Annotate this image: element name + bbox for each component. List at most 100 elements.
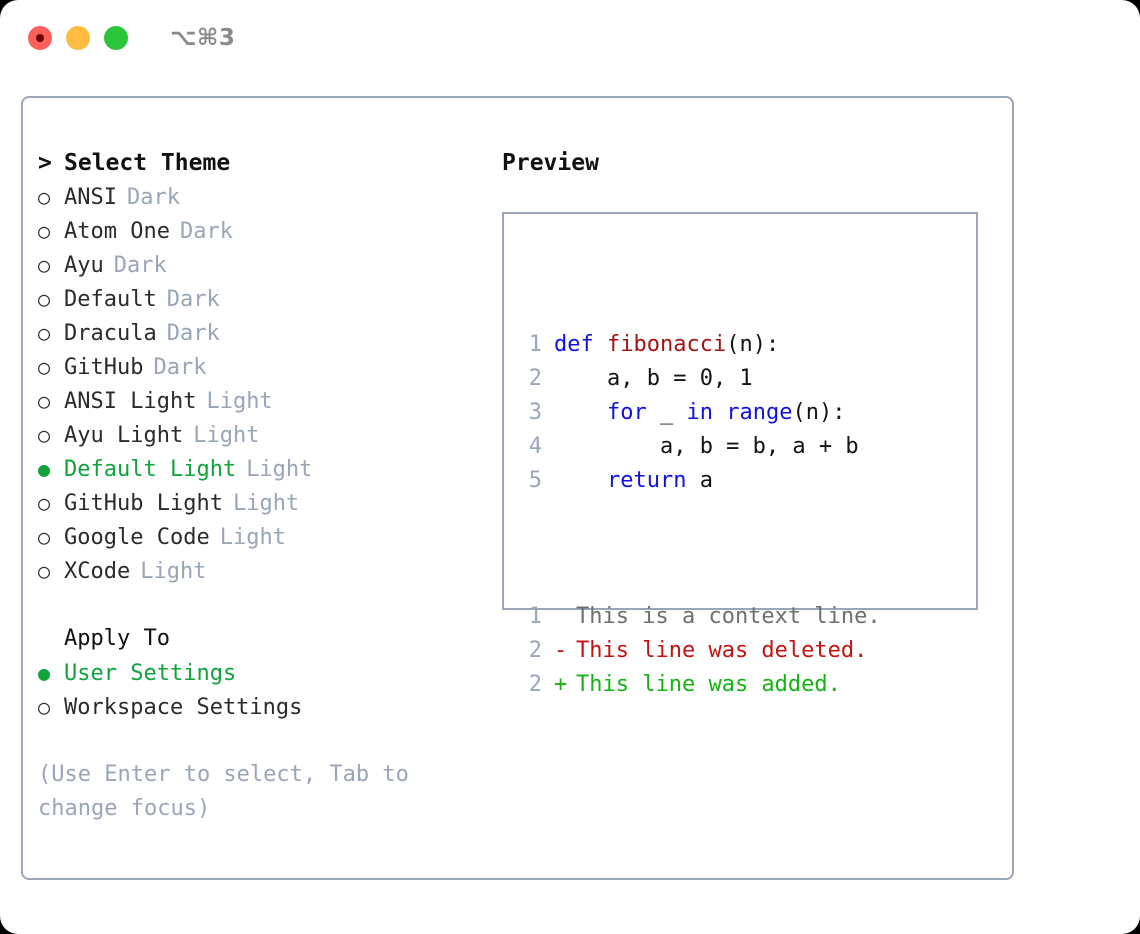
theme-name-label: Ayu Light <box>64 423 184 448</box>
theme-mode-label: Dark <box>126 185 180 210</box>
radio-empty-icon: ○ <box>38 525 51 549</box>
line-number: 2 <box>528 638 542 663</box>
theme-list-item[interactable]: ○ Ayu Dark <box>38 248 498 282</box>
theme-mode-label: Dark <box>113 253 167 278</box>
theme-name-label: Default Light <box>64 457 237 482</box>
theme-name-label: GitHub Light <box>64 491 223 516</box>
apply-to-label: Workspace Settings <box>64 695 303 720</box>
line-number: 3 <box>528 400 542 425</box>
diff-text: This is a context line. <box>576 604 881 629</box>
radio-empty-icon: ○ <box>38 695 51 719</box>
radio-empty-icon: ○ <box>38 355 51 379</box>
close-dot-icon <box>36 34 44 42</box>
theme-name-label: XCode <box>64 559 131 584</box>
keyboard-shortcut-label: ⌥⌘3 <box>170 25 236 51</box>
diff-line: 2+This line was added. <box>514 668 881 702</box>
radio-empty-icon: ○ <box>38 287 51 311</box>
diff-lines: 1 This is a context line.2-This line was… <box>514 600 881 702</box>
code-token: in <box>686 400 713 425</box>
code-line: 2 a, b = 0, 1 <box>514 362 881 396</box>
theme-name-label: Atom One <box>64 219 170 244</box>
line-number: 2 <box>528 672 542 697</box>
theme-mode-label: Dark <box>166 287 220 312</box>
radio-selected-icon: ● <box>38 457 51 481</box>
section-spacer <box>38 588 498 622</box>
apply-to-item[interactable]: ○ Workspace Settings <box>38 690 498 724</box>
diff-text: This line was deleted. <box>576 638 868 663</box>
code-token: (n): <box>792 400 846 425</box>
radio-empty-icon: ○ <box>38 219 51 243</box>
theme-name-label: ANSI Light <box>64 389 197 414</box>
radio-empty-icon: ○ <box>38 253 51 277</box>
code-token: def <box>554 332 607 357</box>
radio-empty-icon: ○ <box>38 389 51 413</box>
diff-sign <box>554 600 576 634</box>
radio-empty-icon: ○ <box>38 423 51 447</box>
theme-mode-label: Light <box>219 525 286 550</box>
apply-to-list: ● User Settings ○ Workspace Settings <box>38 656 498 724</box>
code-token: return <box>606 468 687 493</box>
caret-icon: > <box>38 150 52 176</box>
theme-list-item[interactable]: ○ ANSI Dark <box>38 180 498 214</box>
theme-name-label: Google Code <box>64 525 210 550</box>
code-token: range <box>726 400 793 425</box>
diff-sign: - <box>554 638 568 663</box>
code-line: 3 for _ in range(n): <box>514 396 881 430</box>
theme-list-item[interactable]: ○ Google Code Light <box>38 520 498 554</box>
code-line: 5 return a <box>514 464 881 498</box>
line-number: 2 <box>528 366 542 391</box>
theme-name-label: ANSI <box>64 185 117 210</box>
code-token: for <box>606 400 647 425</box>
apply-to-item[interactable]: ● User Settings <box>38 656 498 690</box>
title-bar: ⌥⌘3 <box>0 0 1140 76</box>
code-token <box>713 400 726 425</box>
minimize-button-icon[interactable] <box>66 26 90 50</box>
theme-list-item[interactable]: ● Default Light Light <box>38 452 498 486</box>
diff-line: 2-This line was deleted. <box>514 634 881 668</box>
line-number: 5 <box>528 468 542 493</box>
line-number: 1 <box>528 332 542 357</box>
traffic-lights <box>28 26 128 50</box>
apply-to-header: Apply To <box>64 626 170 651</box>
theme-mode-label: Light <box>246 457 313 482</box>
theme-name-label: Ayu <box>64 253 104 278</box>
radio-selected-icon: ● <box>38 661 51 685</box>
code-token <box>554 468 607 493</box>
diff-sign: + <box>554 672 568 697</box>
theme-mode-label: Dark <box>166 321 220 346</box>
theme-mode-label: Dark <box>179 219 233 244</box>
radio-empty-icon: ○ <box>38 559 51 583</box>
apply-to-label: User Settings <box>64 661 237 686</box>
code-token: a, b = b, a + b <box>554 434 859 459</box>
select-theme-header: >Select Theme <box>38 146 498 180</box>
line-number: 1 <box>528 604 542 629</box>
code-token: _ <box>646 400 687 425</box>
code-token: a, b = 0, 1 <box>554 366 753 391</box>
code-token <box>554 400 607 425</box>
close-button-icon[interactable] <box>28 26 52 50</box>
line-number: 4 <box>528 434 542 459</box>
preview-title: Preview <box>502 150 599 176</box>
code-token: (n): <box>726 332 780 357</box>
radio-empty-icon: ○ <box>38 185 51 209</box>
code-token: a <box>686 468 713 493</box>
theme-list-item[interactable]: ○ Atom One Dark <box>38 214 498 248</box>
maximize-button-icon[interactable] <box>104 26 128 50</box>
keyboard-hint-text: (Use Enter to select, Tab to change focu… <box>38 762 409 821</box>
diff-line: 1 This is a context line. <box>514 600 881 634</box>
theme-mode-label: Light <box>140 559 207 584</box>
theme-list-item[interactable]: ○ XCode Light <box>38 554 498 588</box>
